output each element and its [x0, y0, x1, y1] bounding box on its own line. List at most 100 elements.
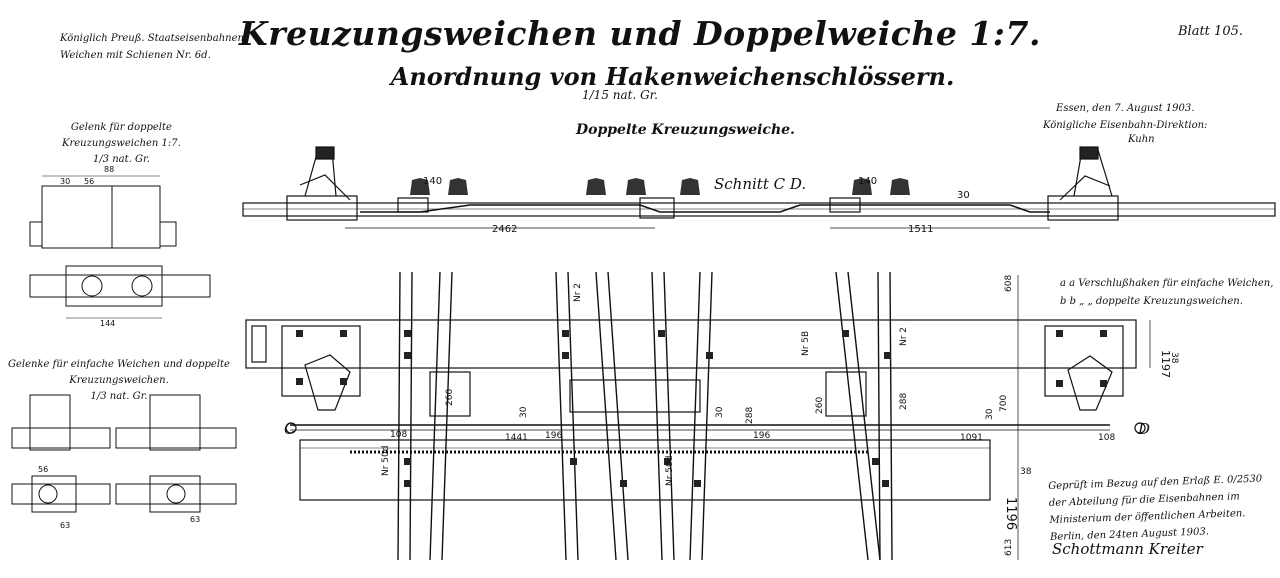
right-hook	[1067, 355, 1113, 411]
detail-2-rod-c	[11, 483, 111, 505]
detail-1-drawing	[29, 175, 211, 319]
date-block: Essen, den 7. August 1903. Königliche Ei…	[1043, 100, 1207, 134]
detail-1-dim-30: 30	[60, 177, 70, 186]
sheet-number: Blatt 105.	[1178, 24, 1243, 39]
detail-2-dims: 56 63 63	[38, 465, 200, 530]
drawing-scale: 1/15 nat. Gr.	[582, 88, 658, 102]
plan-dimensions: 260 260 288 288 30 30 30 196 196 1441 10…	[381, 275, 1179, 556]
bolt	[872, 458, 879, 465]
detail-2-pin	[166, 484, 186, 504]
detail-2-rod-a	[11, 427, 111, 449]
rail	[409, 271, 413, 561]
authority-block: Königlich Preuß. Staatseisenbahnen Weich…	[60, 30, 244, 64]
rail-label-nr50d-center: Nr 50d	[665, 456, 675, 486]
detail-2-body-c	[31, 475, 77, 513]
bolt	[404, 458, 411, 465]
bolt	[340, 378, 347, 385]
dim-260-right: 260	[815, 397, 825, 414]
dim-140-left: 140	[423, 176, 442, 187]
detail-2-dim-63-right: 63	[190, 515, 200, 524]
rail-label-nr2-right: Nr 2	[899, 327, 909, 346]
bolt	[706, 352, 713, 359]
rail-profile	[852, 178, 872, 195]
date-line: Essen, den 7. August 1903.	[1056, 103, 1195, 114]
bolt	[1056, 380, 1063, 387]
bolt	[1100, 330, 1107, 337]
dim-30-b: 30	[715, 406, 725, 418]
rail-profile	[626, 178, 646, 195]
dim-30-top: 30	[957, 190, 970, 201]
section-view	[242, 146, 1276, 229]
upper-sleeper-end	[251, 325, 267, 363]
bolt	[404, 352, 411, 359]
left-lock-head	[315, 146, 335, 160]
plan-view	[245, 271, 1151, 561]
rail	[877, 271, 881, 561]
bolt	[570, 458, 577, 465]
dim-38-upper: 38	[1169, 352, 1179, 364]
rail	[889, 271, 893, 561]
dim-2462: 2462	[492, 224, 517, 235]
rail-profiles	[410, 178, 910, 195]
rail	[595, 271, 617, 561]
bolt	[620, 480, 627, 487]
detail-2-scale: 1/3 nat. Gr.	[90, 391, 148, 402]
left-hook	[304, 354, 351, 411]
drawing-subtitle: Anordnung von Hakenweichenschlössern.	[390, 62, 955, 91]
detail-2-dim-56: 56	[38, 465, 48, 474]
dim-613: 613	[1004, 539, 1014, 556]
approval-signature: Schottmann Kreiter	[1052, 540, 1203, 558]
drawing-title: Kreuzungsweichen und Doppelweiche 1:7.	[239, 14, 1041, 53]
legend: a a Verschlußhaken für einfache Weichen,…	[1060, 275, 1273, 311]
detail-1-dims: 88 56 30 144	[60, 165, 115, 328]
bolt	[882, 480, 889, 487]
rail-profile	[680, 178, 700, 195]
bolt	[884, 352, 891, 359]
detail-2-title-2: Kreuzungsweichen.	[69, 375, 169, 386]
bolt	[694, 480, 701, 487]
section-rod	[360, 204, 1050, 213]
detail-2-caption: Gelenke für einfache Weichen und doppelt…	[8, 357, 230, 405]
detail-2-dim-63-left: 63	[60, 521, 70, 530]
rail-label-nr5b: Nr 5B	[801, 331, 811, 356]
detail-2-body-a	[29, 394, 71, 451]
legend-line-2: b b „ „ doppelte Kreuzungsweichen.	[1060, 296, 1243, 307]
right-lock-arm	[1059, 175, 1111, 201]
detail-1-title-1: Gelenk für doppelte	[70, 122, 172, 133]
end-hook-c	[285, 422, 297, 434]
detail-1-body-left	[41, 185, 113, 249]
hook-block-right	[825, 371, 867, 417]
authority-line-1: Königlich Preuß. Staatseisenbahnen	[60, 33, 244, 44]
rail-label-nr50d-left: Nr 50d	[381, 446, 391, 476]
detail-2-drawing	[11, 394, 237, 513]
detail-1-dim-144: 144	[100, 319, 115, 328]
rail-profile	[448, 178, 468, 195]
bolt	[404, 480, 411, 487]
authority-line-2: Weichen mit Schienen Nr. 6d.	[60, 50, 211, 61]
rail-profile	[410, 178, 430, 195]
bolt	[404, 330, 411, 337]
rail	[689, 271, 701, 561]
label-c: C	[284, 420, 296, 438]
bolt	[1056, 330, 1063, 337]
detail-1-pin	[81, 275, 103, 297]
section-title: Doppelte Kreuzungsweiche.	[576, 122, 795, 138]
detail-2-rod-d	[115, 483, 237, 505]
rail	[701, 271, 713, 561]
dim-30-a: 30	[519, 406, 529, 418]
left-clamp	[397, 197, 429, 213]
detail-2-body-d	[149, 475, 201, 513]
label-d: D	[1137, 420, 1150, 438]
left-lock-housing	[286, 195, 358, 221]
right-clamp	[829, 197, 861, 213]
dim-1197: 1197	[1159, 350, 1172, 378]
left-lock-plate	[281, 325, 361, 397]
bolt	[562, 330, 569, 337]
detail-1-scale: 1/3 nat. Gr.	[92, 154, 150, 165]
upper-sleeper	[245, 319, 1137, 369]
directorate-line: Königliche Eisenbahn-Direktion:	[1043, 120, 1208, 131]
detail-1-rod-left	[29, 221, 43, 247]
rails	[397, 271, 893, 561]
detail-1-pin	[131, 275, 153, 297]
detail-2-body-b	[149, 394, 201, 451]
